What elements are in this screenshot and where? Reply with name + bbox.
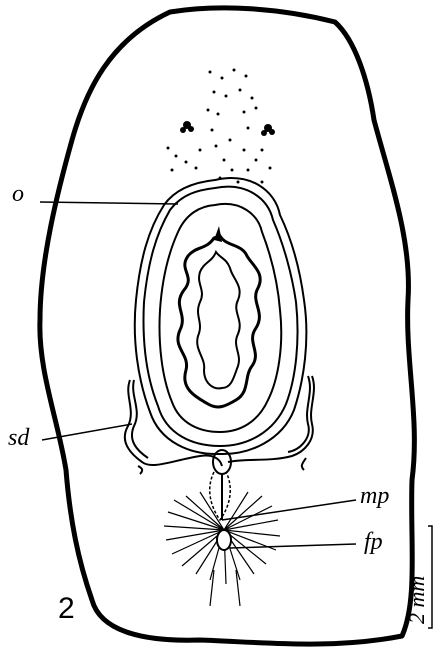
label-o: o <box>12 182 24 206</box>
pharynx-tip <box>214 226 222 242</box>
pharynx-lumen-inner <box>197 252 240 388</box>
caudal-lines <box>210 570 240 606</box>
label-fp: fp <box>364 530 383 554</box>
leader-mp <box>222 500 356 520</box>
leader-fp <box>230 544 356 548</box>
sperm-duct-left-2 <box>132 380 148 458</box>
figure-number: 2 <box>58 594 75 624</box>
pharynx-lumen <box>178 236 260 407</box>
leader-o <box>40 202 178 204</box>
female-pore <box>217 530 231 550</box>
sperm-duct-right <box>228 376 314 470</box>
stipple-dots <box>167 69 276 184</box>
label-sd: sd <box>8 426 29 450</box>
sperm-duct-left <box>125 380 222 474</box>
label-mp: mp <box>360 484 389 508</box>
scale-bar-label: 2 mm <box>404 576 430 624</box>
